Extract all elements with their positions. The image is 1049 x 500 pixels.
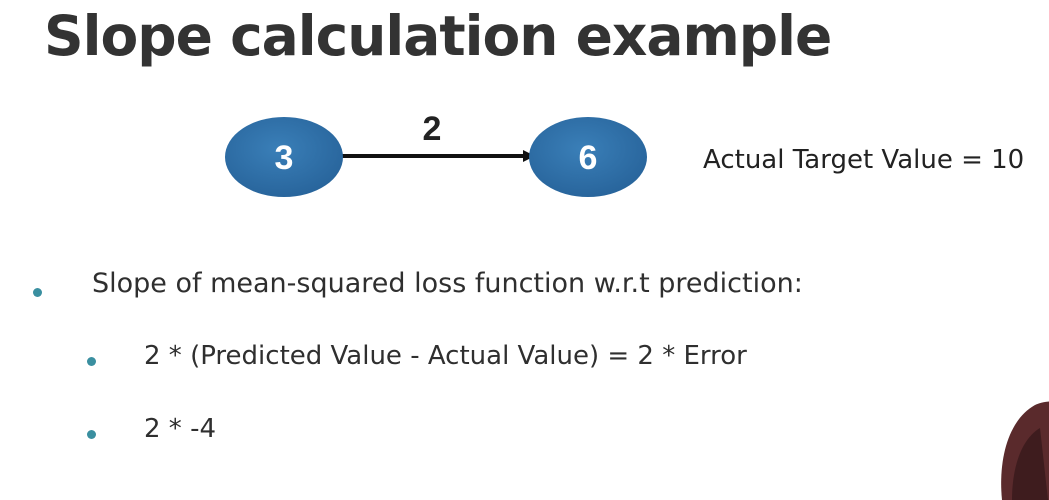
actual-target-value: Actual Target Value = 10 bbox=[703, 145, 1025, 175]
input-node-label: 3 bbox=[275, 139, 294, 177]
sub-bullet-item: 2 * -4 bbox=[144, 414, 216, 444]
bullet-icon bbox=[87, 430, 96, 439]
output-node-label: 6 bbox=[579, 139, 598, 177]
input-node bbox=[225, 117, 343, 197]
edge-weight-label: 2 bbox=[423, 110, 442, 148]
presenter-video-thumbnail bbox=[1001, 401, 1049, 500]
output-node bbox=[529, 117, 647, 197]
bullet-icon bbox=[33, 288, 42, 297]
slide-title: Slope calculation example bbox=[44, 4, 832, 68]
bullet-icon bbox=[87, 357, 96, 366]
network-diagram: 2 3 6 bbox=[225, 110, 647, 197]
bullet-item: Slope of mean-squared loss function w.r.… bbox=[92, 268, 803, 299]
sub-bullet-item: 2 * (Predicted Value - Actual Value) = 2… bbox=[144, 341, 747, 371]
